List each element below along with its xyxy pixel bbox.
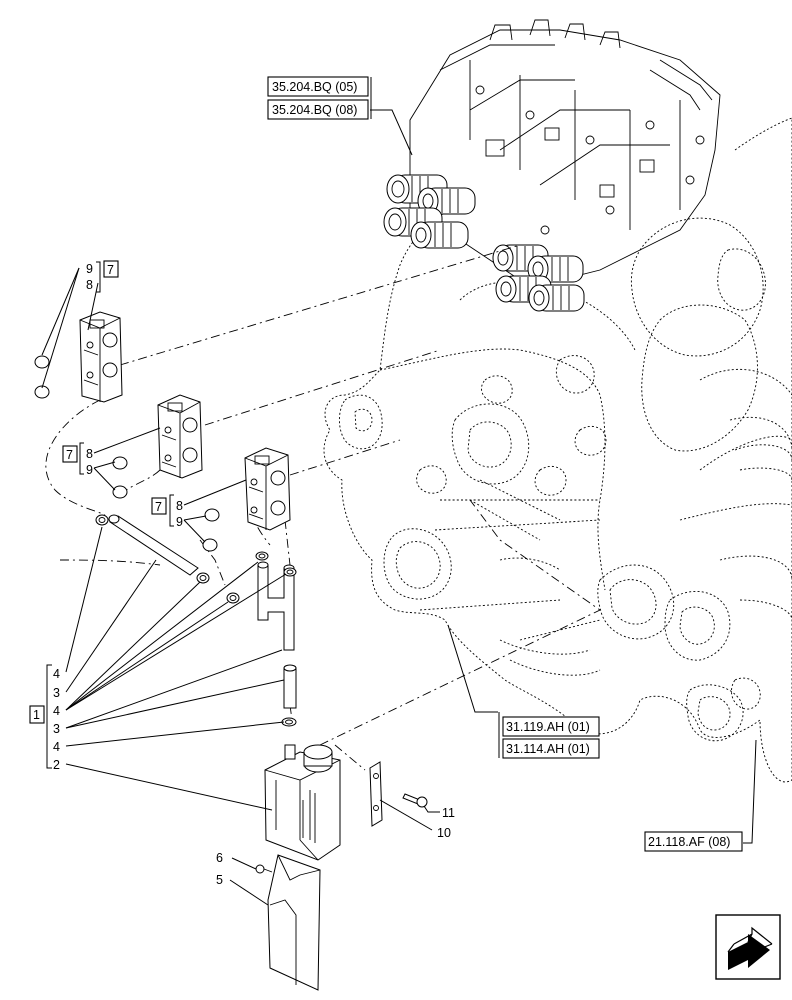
coupler bbox=[410, 221, 469, 249]
callout-number: 8 bbox=[176, 499, 183, 513]
callout-number: 9 bbox=[86, 463, 93, 477]
hose-straight bbox=[108, 514, 199, 576]
callout-group-number: 7 bbox=[66, 448, 73, 462]
coupler bbox=[528, 284, 585, 312]
screw-6 bbox=[255, 864, 273, 874]
coupler bbox=[492, 244, 549, 272]
kit-number: 1 bbox=[33, 708, 40, 722]
reference-31-119-ah-01-label: 31.119.AH (01) bbox=[506, 720, 590, 734]
callout-group-bottom: 7 8 9 bbox=[151, 494, 183, 529]
kit-item: 4 bbox=[53, 740, 60, 754]
callout-group-top: 9 8 7 bbox=[86, 260, 119, 293]
cover bbox=[267, 854, 321, 991]
bracket bbox=[369, 761, 383, 827]
coupler bbox=[417, 187, 476, 215]
callout-number: 8 bbox=[86, 447, 93, 461]
reference-35-204-bq-05-label: 35.204.BQ (05) bbox=[272, 80, 357, 94]
reference-31-114-ah-01-label: 31.114.AH (01) bbox=[506, 742, 590, 756]
reference-35-204-bq-08-label: 35.204.BQ (08) bbox=[272, 103, 357, 117]
part-number-6: 6 bbox=[216, 851, 223, 865]
assembly-lines bbox=[45, 244, 601, 771]
callout-group-number: 7 bbox=[107, 263, 114, 277]
part-number-11: 11 bbox=[442, 806, 455, 820]
next-page-arrow-icon[interactable] bbox=[715, 914, 781, 980]
reservoir-tank bbox=[264, 744, 341, 861]
kit-item: 3 bbox=[53, 686, 60, 700]
o-rings bbox=[34, 355, 220, 552]
reference-35-204-bq-08[interactable]: 35.204.BQ (08) bbox=[267, 99, 369, 120]
callout-number: 9 bbox=[176, 515, 183, 529]
transmission-housing bbox=[323, 117, 792, 783]
hose-clamps bbox=[95, 514, 297, 727]
callout-number: 8 bbox=[86, 278, 93, 292]
kit-item: 3 bbox=[53, 722, 60, 736]
part-number-10: 10 bbox=[437, 826, 451, 840]
reference-21-118-af-08[interactable]: 21.118.AF (08) bbox=[644, 831, 743, 852]
valve-block-top bbox=[79, 311, 123, 403]
screw-11 bbox=[402, 793, 428, 808]
reference-35-204-bq-05[interactable]: 35.204.BQ (05) bbox=[267, 76, 369, 97]
callout-group-middle: 7 8 9 bbox=[62, 442, 93, 477]
kit-item: 2 bbox=[53, 758, 60, 772]
hose-short bbox=[283, 664, 297, 709]
kit-item: 4 bbox=[53, 704, 60, 718]
reference-31-119-ah-01[interactable]: 31.119.AH (01) bbox=[502, 716, 600, 737]
quick-couplers bbox=[383, 174, 585, 312]
part-number-5: 5 bbox=[216, 873, 223, 887]
valve-block-middle bbox=[157, 394, 203, 479]
valve-block-bottom bbox=[244, 447, 291, 531]
control-valve-bank bbox=[409, 19, 721, 281]
kit-callout: 1 4 3 4 3 4 2 bbox=[29, 664, 60, 772]
leader-lines bbox=[41, 109, 757, 906]
callout-group-number: 7 bbox=[155, 500, 162, 514]
reference-31-114-ah-01[interactable]: 31.114.AH (01) bbox=[502, 738, 600, 759]
reference-21-118-af-08-label: 21.118.AF (08) bbox=[648, 835, 730, 849]
kit-item: 4 bbox=[53, 667, 60, 681]
callout-number: 9 bbox=[86, 262, 93, 276]
